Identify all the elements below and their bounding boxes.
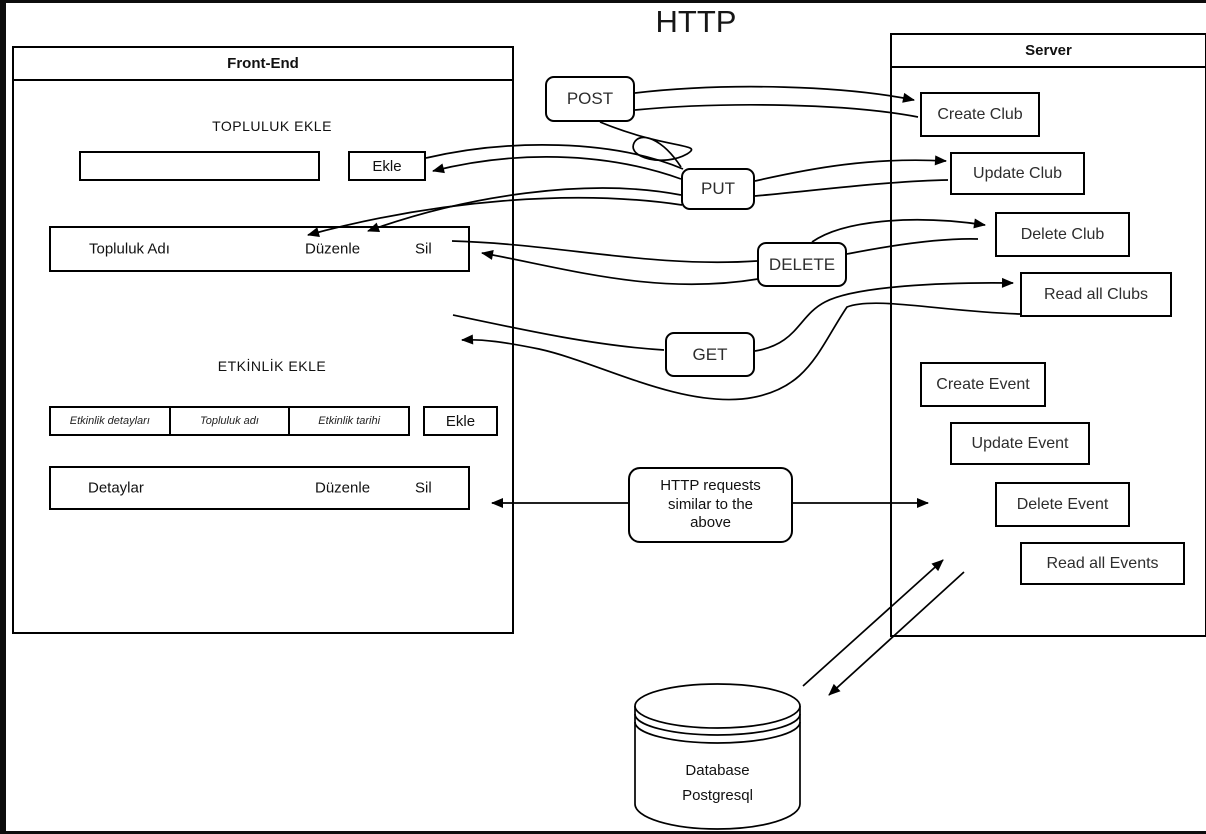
club-row-name: Topluluk Adı [89,240,170,258]
handler-create-club[interactable]: Create Club [920,92,1040,137]
handler-update-club[interactable]: Update Club [950,152,1085,195]
event-row-edit-link[interactable]: Düzenle [315,479,371,497]
database-cylinder-top [634,683,801,729]
event-club-name-field[interactable]: Topluluk adı [168,408,289,434]
arrow-put-to-duzenle-2 [307,196,683,237]
handler-read-all-clubs[interactable]: Read all Clubs [1020,272,1172,317]
handler-create-event[interactable]: Create Event [920,362,1046,407]
arrow-put-to-ekle [432,156,682,180]
line-put-to-update-club-return [754,179,949,197]
method-put[interactable]: PUT [681,168,755,210]
database-cylinder-body [634,706,801,830]
club-row-edit-link[interactable]: Düzenle [305,240,361,258]
database-label: Database Postgresql [635,759,800,809]
event-row-delete-link[interactable]: Sil [415,479,432,497]
method-delete[interactable]: DELETE [757,242,847,287]
database-name: Database [685,762,750,779]
database-cylinder[interactable] [634,683,801,830]
line-delete-to-delete-club-return [846,238,979,255]
arrow-delete-to-delete-club [811,218,986,243]
club-list-row[interactable]: Topluluk Adı Düzenle Sil [49,226,470,272]
club-name-input[interactable] [79,151,320,181]
handler-update-event[interactable]: Update Event [950,422,1090,465]
line-sil-to-delete [451,240,758,264]
event-details-field[interactable]: Etkinlik detayları [69,415,150,427]
arrow-put-to-duzenle-1 [367,187,682,232]
handler-read-all-events[interactable]: Read all Events [1020,542,1185,585]
club-row-delete-link[interactable]: Sil [415,240,432,258]
line-put-to-ekle [425,144,684,170]
event-section-heading: ETKİNLİK EKLE [217,358,327,374]
line-post-put-loop [599,121,693,168]
database-cylinder-ring-2 [634,721,801,744]
arrow-server-to-database [828,571,965,696]
event-form-fields: Etkinlik detayları Topluluk adı Etkinlik… [49,406,410,436]
club-add-button[interactable]: Ekle [348,151,426,181]
arrow-put-to-update-club [754,155,947,182]
line-post-to-create-club-return [634,103,919,118]
event-list-row[interactable]: Detaylar Düzenle Sil [49,466,470,510]
method-get[interactable]: GET [665,332,755,377]
arrow-database-to-server [802,559,944,687]
arrow-get-to-read-all-clubs [754,277,1014,352]
http-note-text: HTTP requests similar to the above [660,476,761,532]
database-cylinder-ring-1 [634,713,801,736]
handler-delete-club[interactable]: Delete Club [995,212,1130,257]
event-row-name: Detaylar [88,479,144,497]
arrow-read-all-clubs-to-frontend [461,302,1022,401]
frontend-panel-title: Front-End [14,48,512,81]
handler-delete-event[interactable]: Delete Event [995,482,1130,527]
arrow-delete-to-club-row [481,250,759,286]
club-section-heading: TOPLULUK EKLE [212,118,332,134]
frontend-panel[interactable]: Front-End [12,46,514,634]
canvas-edge-bottom [0,831,1206,834]
server-panel-title: Server [892,35,1205,68]
method-post[interactable]: POST [545,76,635,122]
http-note-box: HTTP requests similar to the above [628,467,793,543]
line-frontend-to-get [452,314,665,351]
canvas-edge-top [0,0,1206,3]
event-date-field[interactable]: Etkinlik tarihi [288,408,408,434]
arrow-post-to-create-club [634,85,915,103]
database-engine: Postgresql [682,786,753,804]
event-add-button[interactable]: Ekle [423,406,498,436]
diagram-title: HTTP [655,4,737,39]
canvas-edge-left [0,0,6,834]
